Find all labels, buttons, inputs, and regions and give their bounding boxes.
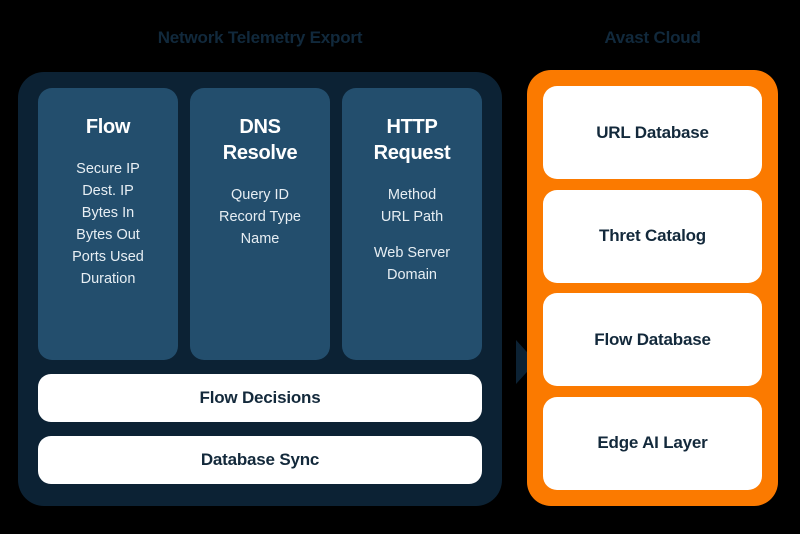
telemetry-field: Duration: [80, 271, 136, 287]
telemetry-cards-row: Flow Secure IP Dest. IP Bytes In Bytes O…: [38, 88, 482, 360]
telemetry-card-http-request[interactable]: HTTP Request Method URL Path Web Server …: [342, 88, 482, 360]
cloud-card-label: Thret Catalog: [599, 226, 706, 246]
avast-cloud-panel: URL Database Thret Catalog Flow Database…: [527, 70, 778, 506]
cloud-card-edge-ai-layer[interactable]: Edge AI Layer: [543, 396, 762, 490]
cloud-card-label: Edge AI Layer: [597, 433, 708, 453]
network-telemetry-export-title: Network Telemetry Export: [157, 28, 363, 47]
telemetry-field: Dest. IP: [82, 183, 134, 199]
telemetry-field: Query ID: [230, 187, 289, 203]
telemetry-card-dns-resolve[interactable]: DNS Resolve Query ID Record Type Name: [190, 88, 330, 360]
telemetry-field: Ports Used: [72, 249, 144, 265]
bar-flow-decisions[interactable]: Flow Decisions: [38, 374, 482, 422]
telemetry-field: Web Server Domain: [373, 245, 451, 283]
telemetry-card-title: Flow: [85, 116, 131, 138]
bar-database-sync[interactable]: Database Sync: [38, 436, 482, 484]
telemetry-card-flow[interactable]: Flow Secure IP Dest. IP Bytes In Bytes O…: [38, 88, 178, 360]
avast-cloud-title: Avast Cloud: [604, 28, 701, 47]
bar-label: Database Sync: [200, 450, 320, 469]
telemetry-card-title: DNS Resolve: [222, 116, 298, 164]
telemetry-card-fields: Secure IP Dest. IP Bytes In Bytes Out Po…: [46, 158, 170, 290]
telemetry-card-fields: Query ID Record Type Name: [198, 184, 322, 250]
telemetry-field: Bytes Out: [76, 227, 140, 243]
telemetry-card-title: HTTP Request: [373, 116, 451, 164]
telemetry-field: Name: [240, 231, 280, 247]
telemetry-field: URL Path: [380, 209, 444, 225]
cloud-card-flow-database[interactable]: Flow Database: [543, 293, 762, 387]
cloud-card-label: Flow Database: [594, 329, 711, 349]
cloud-card-thret-catalog[interactable]: Thret Catalog: [543, 189, 762, 283]
bar-label: Flow Decisions: [199, 388, 321, 407]
telemetry-card-fields: Method URL Path Web Server Domain: [350, 184, 474, 286]
telemetry-field: Record Type: [219, 209, 301, 225]
telemetry-field: Method: [387, 187, 437, 203]
telemetry-field: Secure IP: [76, 161, 140, 177]
cloud-card-label: URL Database: [596, 122, 709, 142]
telemetry-field: Bytes In: [81, 205, 135, 221]
cloud-card-url-database[interactable]: URL Database: [543, 86, 762, 179]
